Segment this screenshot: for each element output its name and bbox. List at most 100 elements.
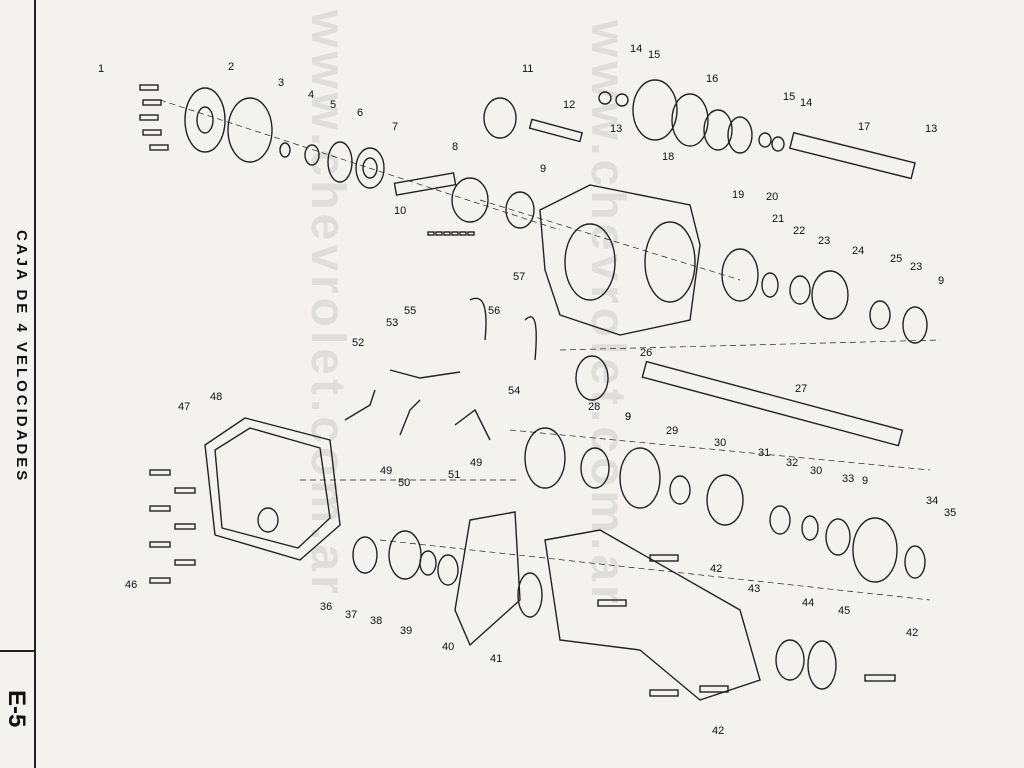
- part-label-9e: 9: [625, 411, 631, 423]
- side-cover-gasket: [214, 427, 331, 549]
- part-label-14: 14: [630, 43, 642, 55]
- needle-roller: [459, 231, 467, 236]
- part-label-39: 39: [400, 625, 412, 637]
- side-cover: [204, 417, 341, 561]
- case-rear-opening: [644, 221, 696, 303]
- first-speed-gear: [852, 517, 898, 583]
- part-label-9: 9: [540, 163, 546, 175]
- input-gear: [451, 177, 489, 223]
- thrust-washer: [598, 91, 612, 105]
- cover-bolt: [174, 523, 196, 530]
- rear-extension: [544, 529, 761, 701]
- snap-ring-rear-2: [789, 275, 811, 305]
- part-label-42b: 42: [906, 627, 918, 639]
- part-label-10: 10: [394, 205, 406, 217]
- shift-fork-1: [469, 297, 487, 341]
- transmission-case: [539, 184, 701, 336]
- assembly-line-1: [159, 99, 561, 231]
- bolt-5: [149, 144, 169, 151]
- extension-seal: [807, 640, 837, 690]
- part-label-26: 26: [640, 347, 652, 359]
- part-label-6: 6: [357, 107, 363, 119]
- part-label-9c: 9: [625, 411, 631, 423]
- part-label-35: 35: [944, 507, 956, 519]
- extension-gasket: [454, 511, 521, 647]
- bolt-3: [139, 114, 159, 121]
- part-label-16: 16: [706, 73, 718, 85]
- part-label-53: 53: [386, 317, 398, 329]
- part-label-32: 32: [786, 457, 798, 469]
- needle-roller: [427, 231, 435, 236]
- part-label-30b: 30: [810, 465, 822, 477]
- cluster-gear-mid: [671, 93, 709, 147]
- shift-lever-2: [399, 399, 421, 436]
- part-label-28: 28: [588, 401, 600, 413]
- clutch-sleeve: [619, 447, 661, 509]
- part-label-9b: 9: [938, 275, 944, 287]
- part-label-17: 17: [858, 121, 870, 133]
- retaining-ring: [869, 300, 891, 330]
- part-label-46: 46: [125, 579, 137, 591]
- mainshaft: [641, 360, 904, 447]
- part-label-50: 50: [398, 477, 410, 489]
- watermark-2: www.chevrolet.com.ar: [581, 20, 634, 608]
- cover-bolt: [149, 505, 171, 512]
- cover-bolt: [149, 577, 171, 584]
- assembly-line-4: [509, 429, 931, 471]
- synchro-ring-low: [825, 518, 851, 556]
- extension-bolt-4: [699, 685, 729, 693]
- side-title: CAJA DE 4 VELOCIDADES: [13, 230, 30, 484]
- extension-bolt-5: [864, 674, 896, 682]
- assembly-line-2: [479, 199, 741, 281]
- thrust-washer-4: [771, 136, 785, 152]
- part-label-22: 22: [793, 225, 805, 237]
- rear-bearing: [388, 530, 422, 580]
- part-label-57: 57: [513, 271, 525, 283]
- cover-bolt: [149, 469, 171, 476]
- synchro-hub: [811, 270, 849, 320]
- part-label-56: 56: [488, 305, 500, 317]
- part-label-37: 37: [345, 609, 357, 621]
- retainer-gasket: [227, 97, 273, 163]
- rear-bearing-race: [721, 248, 759, 302]
- countershaft: [788, 131, 916, 180]
- reverse-idler-gear: [483, 97, 517, 139]
- part-label-15: 15: [648, 49, 660, 61]
- part-label-29: 29: [666, 425, 678, 437]
- mainshaft-gear: [575, 355, 609, 401]
- third-speed-gear: [524, 427, 566, 489]
- part-label-1: 1: [98, 63, 104, 75]
- washer-mid: [801, 515, 819, 541]
- part-label-24: 24: [852, 245, 864, 257]
- part-label-13: 13: [610, 123, 622, 135]
- part-label-23b: 23: [910, 261, 922, 273]
- shift-lever-1: [344, 389, 376, 421]
- part-label-49: 49: [380, 465, 392, 477]
- needle-roller: [451, 231, 459, 236]
- part-label-8: 8: [452, 141, 458, 153]
- washer: [279, 142, 291, 158]
- part-label-40: 40: [442, 641, 454, 653]
- front-bearing-inner: [362, 157, 378, 179]
- part-label-33: 33: [842, 473, 854, 485]
- part-label-19: 19: [732, 189, 744, 201]
- front-bearing: [355, 147, 385, 189]
- part-label-51: 51: [448, 469, 460, 481]
- part-label-15b: 15: [783, 91, 795, 103]
- part-label-18: 18: [662, 151, 674, 163]
- part-label-45: 45: [838, 605, 850, 617]
- part-label-7: 7: [392, 121, 398, 133]
- snap-ring-mid: [669, 475, 691, 505]
- input-shaft: [393, 172, 457, 196]
- part-label-2: 2: [228, 61, 234, 73]
- part-label-38: 38: [370, 615, 382, 627]
- part-label-36: 36: [320, 601, 332, 613]
- part-label-31: 31: [758, 447, 770, 459]
- part-label-20: 20: [766, 191, 778, 203]
- part-label-5: 5: [330, 99, 336, 111]
- part-label-12: 12: [563, 99, 575, 111]
- needle-roller: [443, 231, 451, 236]
- cover-bolt: [174, 487, 196, 494]
- snap-ring-rear: [761, 272, 779, 298]
- synchro-ring-mid: [580, 447, 610, 489]
